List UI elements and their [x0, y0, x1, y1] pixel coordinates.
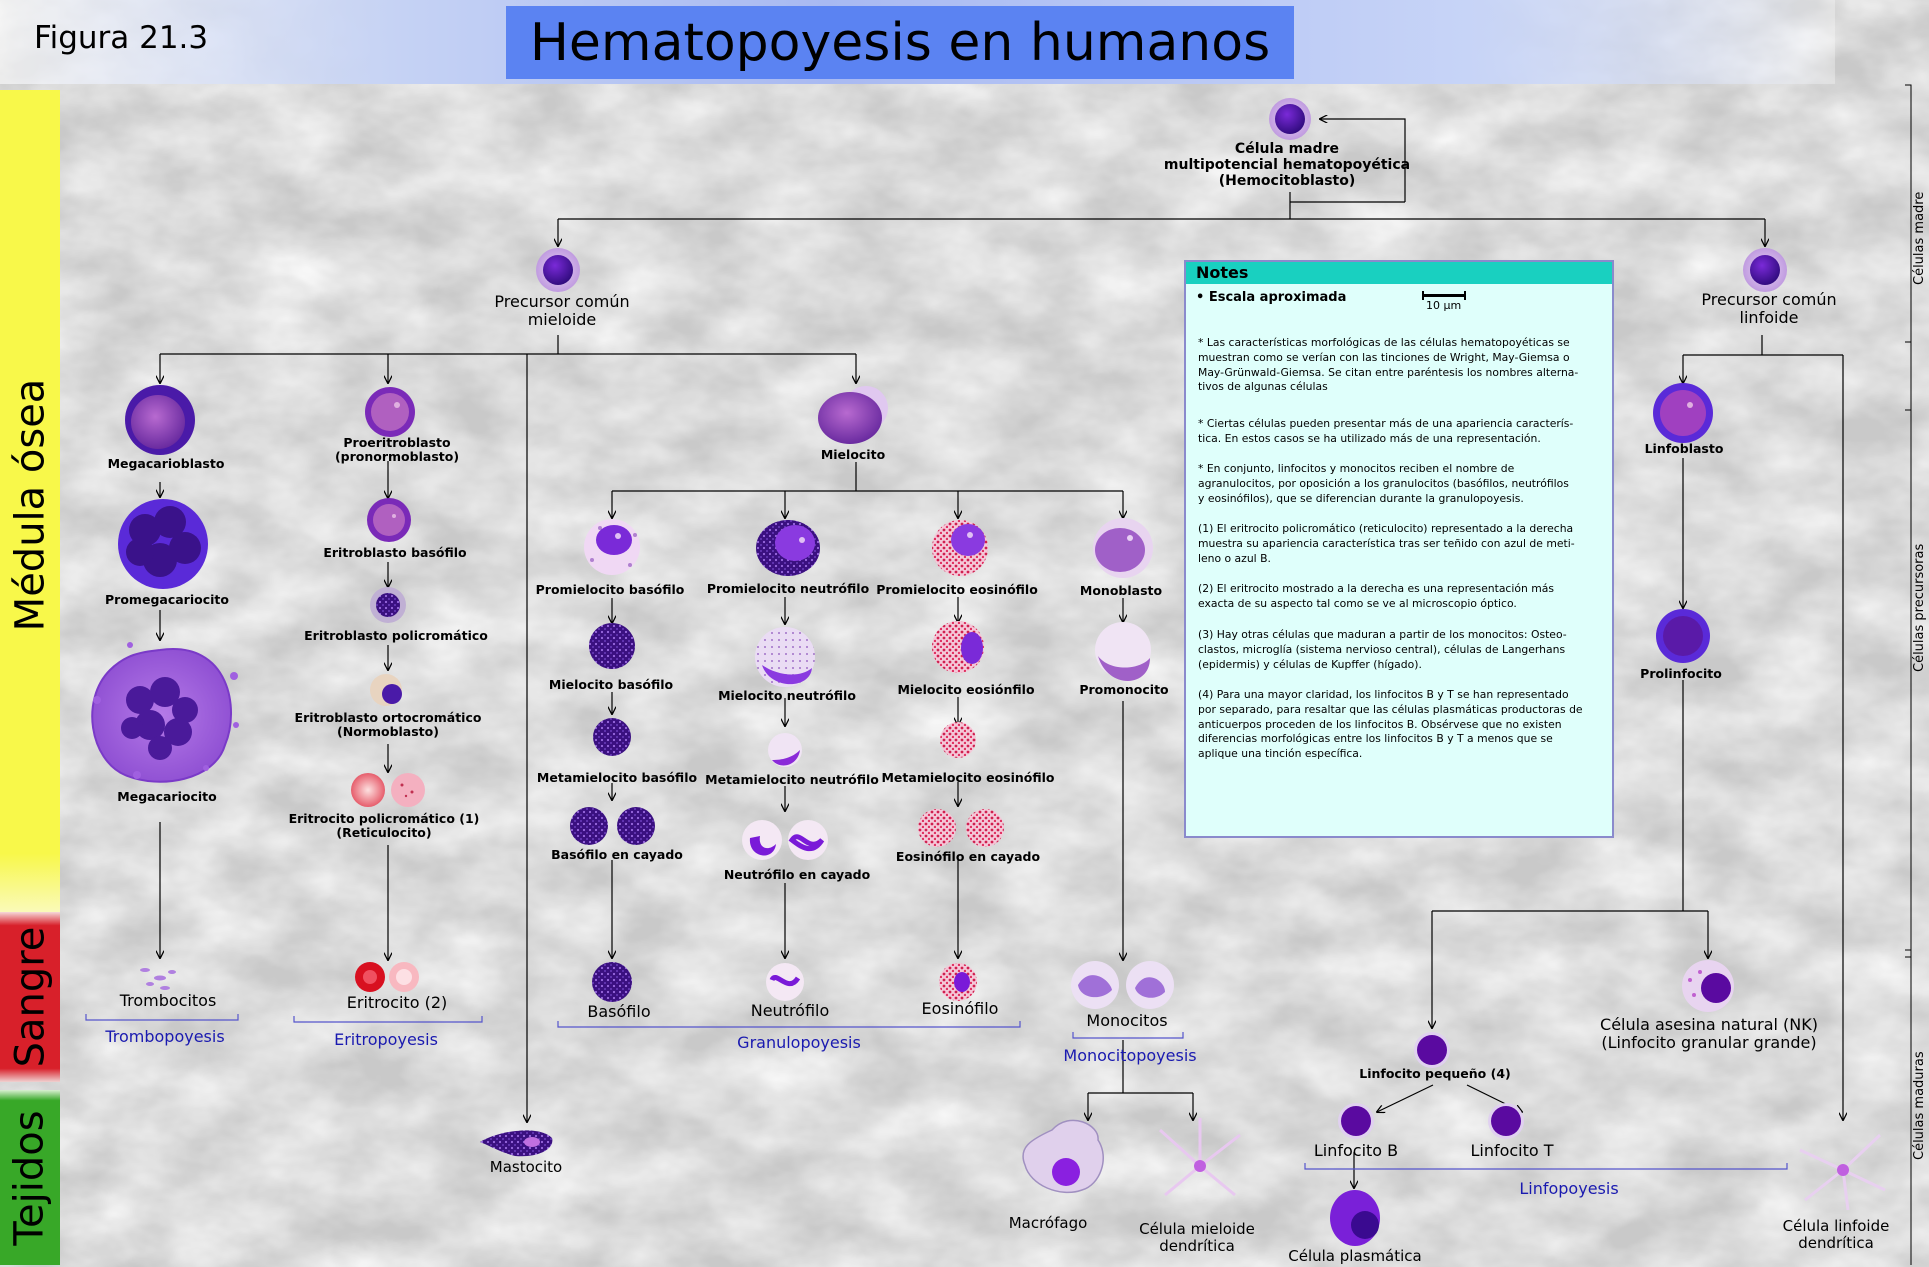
note-5: (2) El eritrocito mostrado a la derecha …: [1198, 582, 1555, 610]
band-tejidos: Tejidos: [0, 1090, 60, 1265]
label-miel-eos: Mielocito eosiónfilo: [897, 682, 1035, 697]
band-medula: Médula ósea: [0, 90, 60, 920]
label-mielocito: Mielocito: [820, 447, 886, 462]
side-braces: [1905, 84, 1912, 1265]
label-hemocitoblasto: Célula madre multipotencial hematopoyéti…: [1163, 141, 1411, 190]
note-2: * Ciertas células pueden presentar más d…: [1198, 417, 1574, 445]
label-macrofago: Macrófago: [1008, 1214, 1088, 1232]
label-eritro-basofilo: Eritroblasto basófilo: [323, 545, 467, 560]
process-linfopoyesis: Linfopoyesis: [1519, 1179, 1619, 1198]
band-sangre: Sangre: [0, 912, 60, 1082]
label-miel-neu: Mielocito neutrófilo: [718, 688, 856, 703]
label-monocitos: Monocitos: [1086, 1011, 1168, 1030]
title-text: Hematopoyesis en humanos: [529, 12, 1271, 73]
label-mieloide-dend: Célula mieloide dendrítica: [1139, 1220, 1255, 1256]
label-mastocito: Mastocito: [489, 1158, 563, 1176]
label-eosinofilo: Eosinófilo: [921, 999, 999, 1018]
label-mieloide: Precursor común mieloide: [494, 292, 630, 330]
label-promegacariocito: Promegacariocito: [105, 592, 229, 607]
notes-header: Notes: [1186, 262, 1612, 284]
label-proeritroblasto: Proeritroblasto (pronormoblasto): [334, 435, 460, 465]
label-megacariocito: Megacariocito: [117, 789, 217, 804]
page-title: Hematopoyesis en humanos: [506, 6, 1294, 79]
scale-label: • Escala aproximada: [1196, 290, 1347, 305]
label-linf-peq: Linfocito pequeño (4): [1359, 1066, 1511, 1081]
label-meta-neu: Metamielocito neutrófilo: [705, 772, 879, 787]
label-trombocitos: Trombocitos: [119, 991, 217, 1010]
process-eritropoyesis: Eritropoyesis: [334, 1030, 438, 1049]
label-linfoblasto: Linfoblasto: [1644, 441, 1724, 456]
label-cay-eos: Eosinófilo en cayado: [895, 849, 1041, 864]
process-granulopoyesis: Granulopoyesis: [737, 1033, 861, 1052]
label-plasmatica: Célula plasmática: [1288, 1247, 1422, 1265]
label-cay-bas: Basófilo en cayado: [551, 847, 683, 862]
process-monocitopoyesis: Monocitopoyesis: [1063, 1046, 1197, 1065]
label-prolinfocito: Prolinfocito: [1640, 666, 1722, 681]
label-prom-neu: Promielocito neutrófilo: [706, 581, 870, 596]
label-linf-t: Linfocito T: [1470, 1141, 1554, 1160]
label-meta-bas: Metamielocito basófilo: [536, 770, 698, 785]
label-prom-eos: Promielocito eosinófilo: [876, 582, 1038, 597]
label-megacarioblasto: Megacarioblasto: [107, 456, 225, 471]
process-trombopoyesis: Trombopoyesis: [105, 1027, 225, 1046]
label-linf-b: Linfocito B: [1313, 1141, 1399, 1160]
notes-panel: Notes • Escala aproximada 10 µm * Las ca…: [1184, 260, 1614, 838]
label-prom-bas: Promielocito basófilo: [535, 582, 685, 597]
note-3: * En conjunto, linfocitos y monocitos re…: [1198, 462, 1569, 505]
label-cay-neu: Neutrófilo en cayado: [723, 867, 871, 882]
label-basofilo: Basófilo: [587, 1002, 651, 1021]
note-7: (4) Para una mayor claridad, los linfoci…: [1198, 688, 1583, 761]
label-monoblasto: Monoblasto: [1079, 583, 1163, 598]
label-linfoide-dend: Célula linfoide dendrítica: [1782, 1217, 1890, 1253]
label-miel-bas: Mielocito basófilo: [548, 677, 674, 692]
label-neutrofilo: Neutrófilo: [750, 1001, 830, 1020]
scale-bar-icon: [1422, 291, 1466, 300]
note-4: (1) El eritrocito policromático (reticul…: [1198, 522, 1575, 565]
label-linfoide: Precursor común linfoide: [1701, 290, 1837, 328]
figure-label: Figura 21.3: [34, 20, 209, 56]
label-nk: Célula asesina natural (NK) (Linfocito g…: [1600, 1015, 1818, 1053]
note-6: (3) Hay otras células que maduran a part…: [1198, 628, 1567, 671]
label-meta-eos: Metamielocito eosinófilo: [881, 770, 1055, 785]
label-promonocito: Promonocito: [1079, 682, 1169, 697]
label-eritrocito: Eritrocito (2): [346, 993, 448, 1012]
label-eritro-policrom: Eritrocito policromático (1) (Reticuloci…: [288, 811, 480, 841]
scale-unit: 10 µm: [1426, 299, 1462, 312]
label-eritro-poli: Eritroblasto policromático: [304, 628, 488, 643]
label-eritro-orto: Eritroblasto ortocromático (Normoblasto): [294, 710, 482, 740]
note-1: * Las características morfológicas de la…: [1198, 336, 1579, 394]
